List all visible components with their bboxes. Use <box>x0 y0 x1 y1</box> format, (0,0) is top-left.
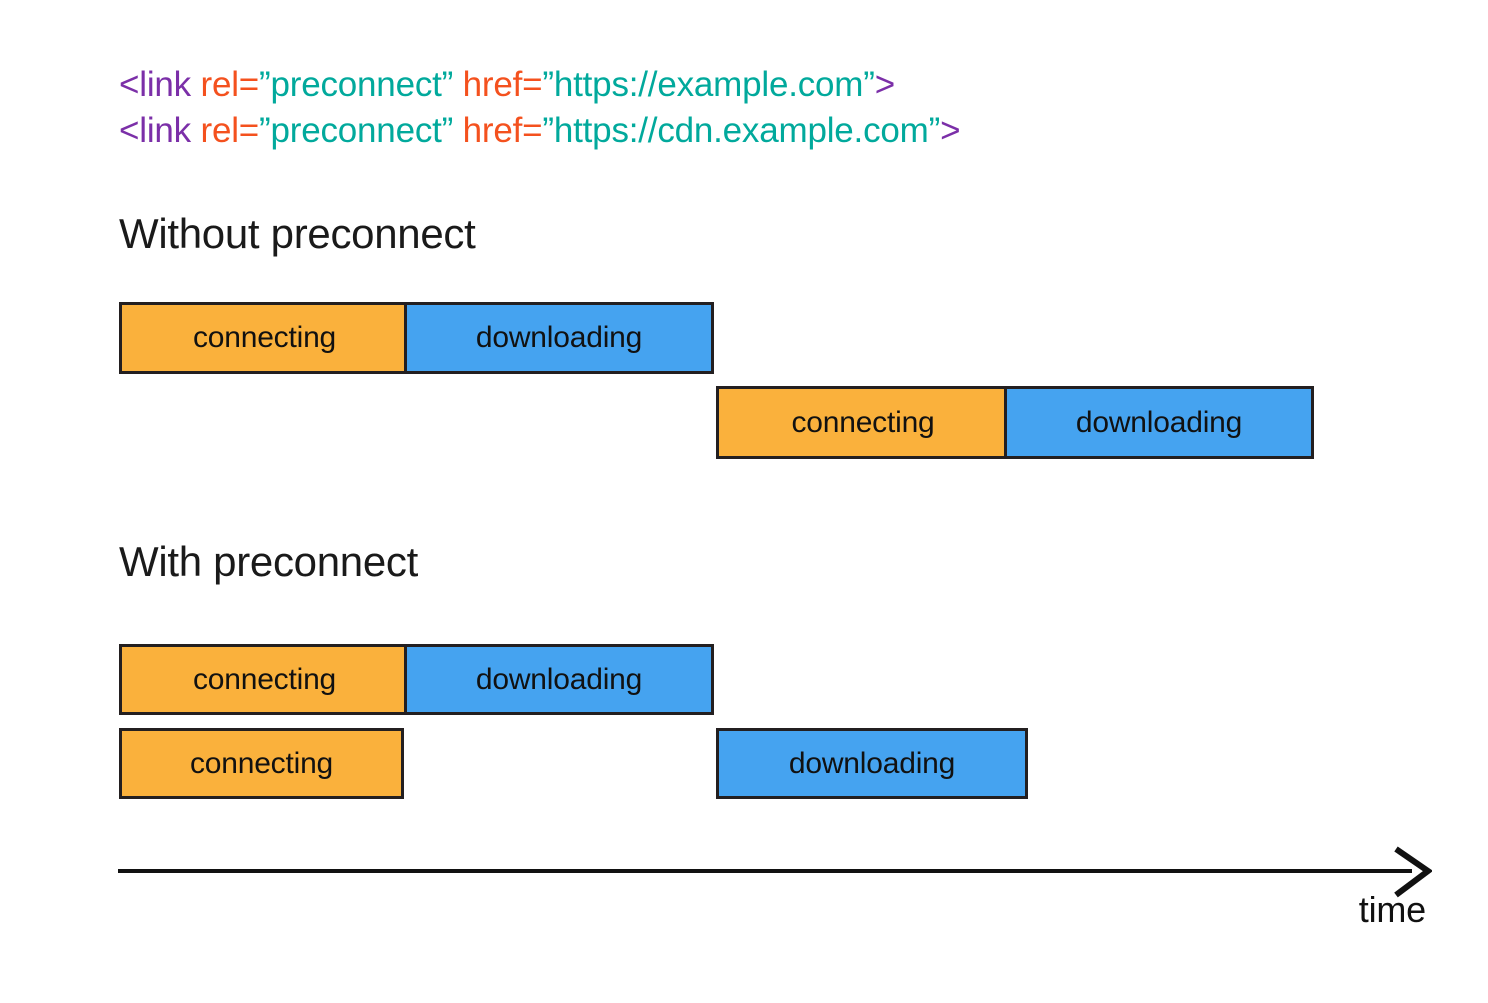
time-axis-label: time <box>1358 889 1426 930</box>
with-row1-connecting: connecting <box>119 644 407 715</box>
with-row1-downloading: downloading <box>404 644 714 715</box>
code-tag-close: > <box>940 111 961 150</box>
without-row2-connecting: connecting <box>716 386 1007 459</box>
code-attr-href: href= <box>453 65 543 104</box>
code-value-href: ”https://cdn.example.com” <box>542 111 941 150</box>
code-attr-rel: rel= <box>190 111 260 150</box>
code-tag-open: <link <box>119 65 191 104</box>
code-snippet: <link rel=”preconnect” href=”https://exa… <box>119 62 961 154</box>
code-tag-open: <link <box>119 111 191 150</box>
with-row2-downloading: downloading <box>716 728 1028 799</box>
section-heading-without-preconnect: Without preconnect <box>119 210 476 257</box>
time-axis-arrow <box>118 846 1432 898</box>
code-value-href: ”https://example.com” <box>542 65 875 104</box>
without-row1-downloading: downloading <box>404 302 714 374</box>
code-attr-href: href= <box>453 111 543 150</box>
with-row2-connecting: connecting <box>119 728 404 799</box>
without-row2-downloading: downloading <box>1004 386 1314 459</box>
section-heading-with-preconnect: With preconnect <box>119 538 418 585</box>
code-value-rel: ”preconnect” <box>259 111 454 150</box>
code-line: <link rel=”preconnect” href=”https://cdn… <box>119 108 961 154</box>
code-tag-close: > <box>874 65 895 104</box>
code-value-rel: ”preconnect” <box>259 65 454 104</box>
code-line: <link rel=”preconnect” href=”https://exa… <box>119 62 960 108</box>
without-row1-connecting: connecting <box>119 302 407 374</box>
code-attr-rel: rel= <box>190 65 260 104</box>
